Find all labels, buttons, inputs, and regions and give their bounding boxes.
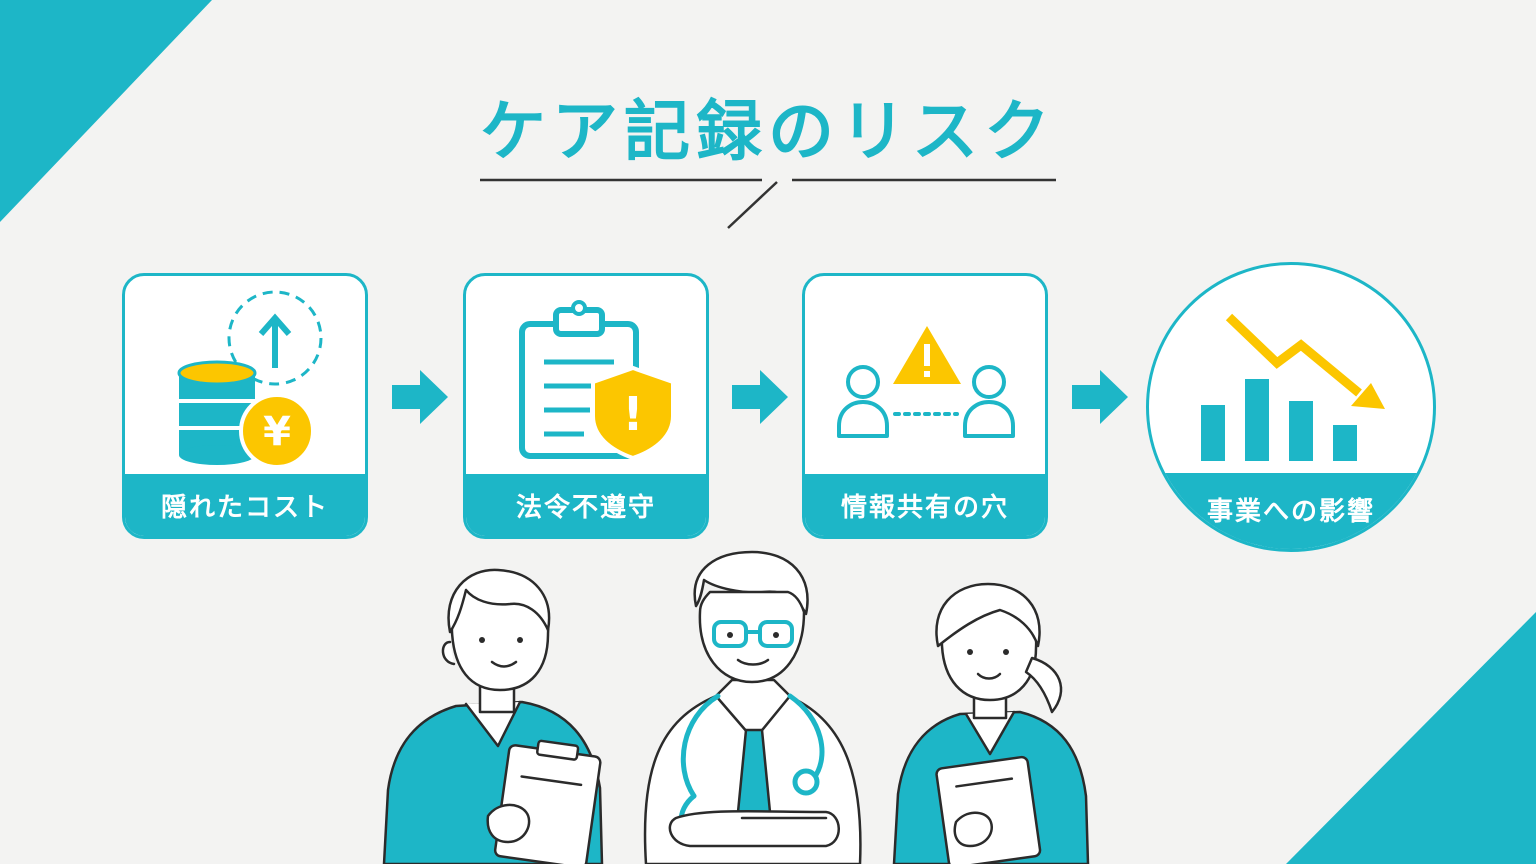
people-warning-icon: [837, 326, 1015, 438]
doctor-figure: [643, 550, 862, 864]
step-card-information-gap: 情報共有の穴: [802, 273, 1048, 539]
corner-decoration-top-left: [0, 0, 212, 222]
flow-arrow-3: [1072, 370, 1128, 424]
care-staff-illustration: [382, 550, 1090, 864]
step-label: 事業への影響: [1206, 497, 1375, 527]
page-title: ケア記録のリスク: [480, 93, 1056, 170]
corner-decoration-bottom-right: [1286, 612, 1536, 864]
step-label: 情報共有の穴: [840, 492, 1009, 523]
declining-chart-icon: [1201, 313, 1385, 461]
step-label-band: 隠れたコスト: [125, 474, 365, 536]
step-label: 隠れたコスト: [160, 492, 329, 523]
yen-symbol: ¥: [263, 409, 291, 455]
step-card-hidden-cost: ¥ 隠れたコスト: [122, 273, 368, 539]
coins-yen-icon: ¥: [177, 290, 323, 469]
step-card-noncompliance: ! 法令不遵守: [463, 273, 709, 539]
clipboard-shield-icon: !: [519, 300, 675, 461]
title-underline: [480, 178, 1056, 229]
step-label: 法令不遵守: [515, 492, 656, 523]
step-circle-business-impact: 事業への影響: [1146, 262, 1436, 552]
flow-arrow-1: [392, 370, 448, 424]
caregiver-left-figure: [382, 568, 604, 864]
step-label-band: 法令不遵守: [466, 474, 706, 536]
caregiver-right-figure: [892, 582, 1090, 864]
flow-arrow-2: [732, 370, 788, 424]
step-label-band: 事業への影響: [1149, 473, 1433, 549]
step-label-band: 情報共有の穴: [805, 474, 1045, 536]
exclamation-glyph: !: [623, 387, 644, 441]
